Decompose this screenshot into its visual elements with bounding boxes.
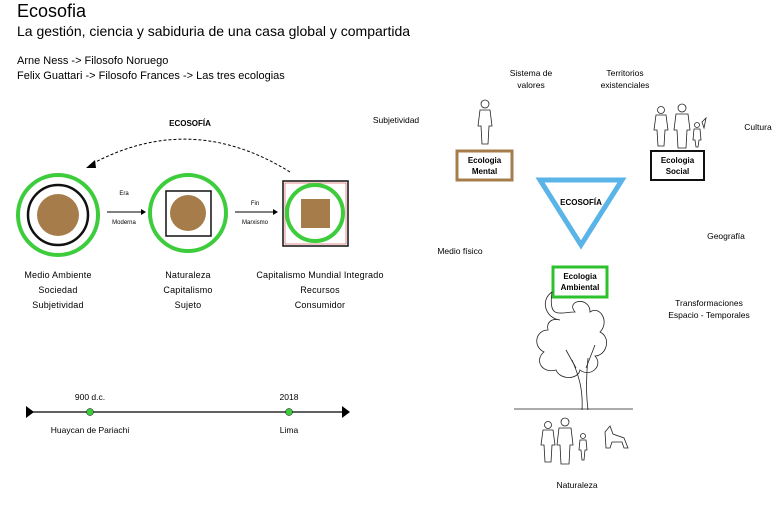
timeline-start-head	[26, 406, 34, 418]
arrow2-top-label: Fin	[250, 201, 260, 207]
arrow-era-moderna-head	[141, 209, 146, 215]
medio-fisico-label: Medio físico	[437, 246, 483, 256]
person-icon-mental	[477, 99, 493, 145]
col2-labels: Naturaleza Capitalismo Sujeto	[140, 268, 236, 313]
arrow-fin-marxismo-head	[273, 209, 278, 215]
col2-line1: Naturaleza	[165, 270, 211, 280]
capitalismo-inner-frame	[284, 182, 347, 245]
ecologia-ambiental-label: Ecologia Ambiental	[553, 271, 607, 293]
col3-line3: Consumidor	[294, 300, 346, 310]
transform-line2: Espacio - Temporales	[668, 310, 750, 320]
naturaleza-label: Naturaleza	[556, 480, 598, 490]
social-line2: Social	[665, 167, 690, 176]
arne-ness-note: Arne Ness -> Filosofo Noruego	[17, 55, 169, 67]
medio-ambiente-outer-ring	[16, 173, 100, 257]
ecologia-social-box	[650, 150, 705, 181]
arc-arrowhead	[86, 160, 96, 168]
timeline-point-huaycan	[86, 408, 94, 416]
sistema-line1: Sistema de	[509, 68, 553, 78]
guattari-note: Felix Guattari -> Filosofo Frances -> La…	[17, 70, 285, 82]
medio-ambiente-core	[37, 194, 79, 236]
col3-labels: Capitalismo Mundial Integrado Recursos C…	[252, 268, 388, 313]
mental-line1: Ecologia	[467, 156, 502, 165]
page-title: Ecosofia	[17, 1, 87, 21]
page-subtitle: La gestión, ciencia y sabiduria de una c…	[17, 23, 411, 39]
timeline-end-head	[342, 406, 350, 418]
sistema-valores-label: Sistema de valores	[500, 67, 562, 91]
timeline-date-900: 900 d.c.	[74, 392, 106, 402]
col2-line3: Sujeto	[174, 300, 202, 310]
mental-line2: Mental	[471, 167, 498, 176]
timeline-place-huaycan: Huaycan de Pariachi	[50, 425, 130, 435]
capitalismo-ring	[285, 183, 345, 243]
col1-line3: Subjetividad	[32, 300, 84, 310]
arrow1-top-label: Era	[119, 191, 129, 197]
ecologia-social-label: Ecologia Social	[651, 155, 704, 177]
territorios-label: Territorios existenciales	[590, 67, 660, 91]
transformaciones-label: Transformaciones Espacio - Temporales	[660, 297, 758, 321]
timeline-date-2018: 2018	[279, 392, 299, 402]
ecologia-mental-box	[455, 149, 514, 182]
territorios-line2: existenciales	[600, 80, 650, 90]
ecologia-mental-label: Ecologia Mental	[457, 155, 512, 177]
timeline-place-lima: Lima	[279, 425, 299, 435]
ecosofia-arc-label: ECOSOFÍA	[169, 119, 211, 128]
territorios-line1: Territorios	[606, 68, 644, 78]
arrow2-bottom-label: Marxismo	[241, 220, 268, 226]
cultura-label: Cultura	[744, 122, 772, 132]
col2-line2: Capitalismo	[163, 285, 213, 295]
transform-line1: Transformaciones	[675, 298, 743, 308]
ecosofia-triangle	[535, 177, 627, 250]
ecologia-ambiental-box	[551, 265, 609, 299]
naturaleza-outer-ring	[148, 173, 228, 253]
ecosofia-arc	[89, 138, 291, 173]
ambiental-line2: Ambiental	[560, 283, 600, 292]
col1-line2: Sociedad	[38, 285, 78, 295]
subjetividad-label: Subjetividad	[372, 115, 420, 125]
col3-line2: Recursos	[300, 285, 340, 295]
arrow1-bottom-label: Moderna	[112, 220, 136, 226]
tree-icon	[536, 291, 607, 411]
social-line1: Ecologia	[660, 156, 695, 165]
geografia-label: Geografía	[707, 231, 745, 241]
triangle-ecosofia-label: ECOSOFÍA	[560, 198, 602, 207]
col1-labels: Medio Ambiente Sociedad Subjetividad	[8, 268, 108, 313]
people-icon-social	[653, 103, 707, 149]
col1-line1: Medio Ambiente	[24, 270, 92, 280]
people-icon-naturaleza	[540, 417, 629, 465]
naturaleza-core	[170, 195, 206, 231]
col3-line1: Capitalismo Mundial Integrado	[256, 270, 384, 280]
sistema-line2: valores	[517, 80, 545, 90]
capitalismo-core	[301, 199, 330, 228]
ambiental-line1: Ecologia	[563, 272, 597, 281]
timeline-point-lima	[285, 408, 293, 416]
